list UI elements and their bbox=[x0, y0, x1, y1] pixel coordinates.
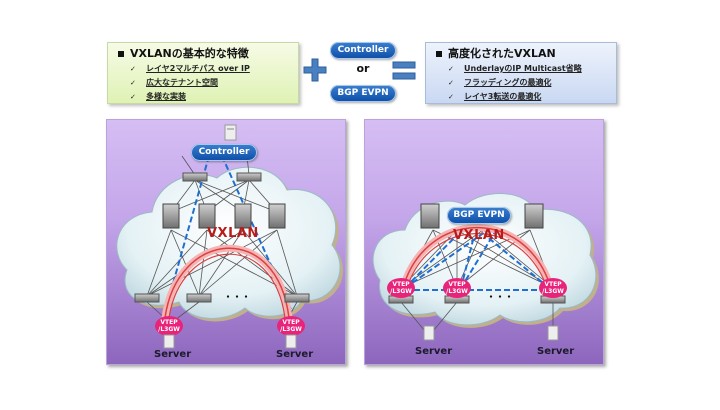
feature-link[interactable]: レイヤ2マルチパス over IP bbox=[146, 64, 250, 73]
feature-link[interactable]: 多様な実装 bbox=[146, 92, 186, 101]
check-icon: ✓ bbox=[448, 79, 454, 87]
vtep-label: /L3GW bbox=[158, 326, 180, 333]
bgp-evpn-pill: BGP EVPN bbox=[330, 85, 396, 102]
vxlan-label: VXLAN bbox=[453, 228, 505, 243]
vtep-label: /L3GW bbox=[446, 288, 468, 295]
vtep-label: VTEP bbox=[392, 281, 410, 288]
bullet-square-icon bbox=[118, 51, 124, 57]
basic-features-list: ✓ レイヤ2マルチパス over IP ✓ 広大なテナント空間 ✓ 多様な実装 bbox=[130, 62, 298, 104]
vtep-label: VTEP bbox=[544, 281, 562, 288]
feature-item: ✓ UnderlayのIP Multicast省略 bbox=[448, 62, 616, 76]
check-icon: ✓ bbox=[448, 65, 454, 73]
equals-icon bbox=[392, 61, 416, 80]
core-switch-icon bbox=[162, 203, 286, 229]
controller-server-icon bbox=[224, 124, 237, 141]
check-icon: ✓ bbox=[130, 65, 136, 73]
feature-item: ✓ レイヤ2マルチパス over IP bbox=[130, 62, 298, 76]
more-nodes-ellipsis: ・・・ bbox=[486, 293, 513, 303]
server-label: Server bbox=[415, 346, 453, 357]
feature-item: ✓ 多様な実装 bbox=[130, 90, 298, 104]
bullet-square-icon bbox=[436, 51, 442, 57]
bgp-evpn-label: BGP EVPN bbox=[447, 207, 511, 224]
vtep-badge bbox=[155, 316, 305, 336]
basic-features-title: VXLANの基本的な特徴 bbox=[118, 45, 298, 61]
more-nodes-ellipsis: ・・・ bbox=[223, 293, 250, 303]
feature-item: ✓ レイヤ3転送の最適化 bbox=[448, 90, 616, 104]
vtep-label: /L3GW bbox=[280, 326, 302, 333]
server-icon bbox=[423, 325, 559, 341]
feature-link[interactable]: レイヤ3転送の最適化 bbox=[464, 92, 542, 101]
server-label: Server bbox=[154, 349, 192, 360]
feature-link[interactable]: UnderlayのIP Multicast省略 bbox=[464, 64, 582, 73]
server-icon bbox=[163, 334, 297, 349]
vtep-label: /L3GW bbox=[542, 288, 564, 295]
vtep-badge bbox=[387, 278, 567, 298]
spine-switch-icon bbox=[420, 203, 544, 229]
vxlan-tunnel bbox=[161, 244, 293, 319]
feature-item: ✓ フラッディングの最適化 bbox=[448, 76, 616, 90]
control-plane-links bbox=[404, 231, 550, 291]
check-icon: ✓ bbox=[130, 79, 136, 87]
advanced-features-box: 高度化されたVXLAN ✓ UnderlayのIP Multicast省略 ✓ フラ… bbox=[425, 42, 617, 104]
check-icon: ✓ bbox=[448, 93, 454, 101]
bgp-evpn-vxlan-panel: VTEP /L3GW VTEP /L3GW VTEP /L3GW ・・・ BGP… bbox=[364, 119, 604, 365]
leaf-switch-icon bbox=[134, 293, 310, 303]
vtep-label: /L3GW bbox=[390, 288, 412, 295]
server-label: Server bbox=[276, 349, 314, 360]
controller-vxlan-panel: VTEP /L3GW VTEP /L3GW ・・・ Controller VXL… bbox=[106, 119, 346, 365]
controller-label: Controller bbox=[191, 144, 257, 161]
feature-link[interactable]: フラッディングの最適化 bbox=[464, 78, 552, 87]
spine-switch-icon bbox=[182, 172, 262, 182]
vtep-label: VTEP bbox=[448, 281, 466, 288]
vtep-label: VTEP bbox=[282, 319, 300, 326]
or-text: or bbox=[356, 62, 370, 75]
advanced-features-list: ✓ UnderlayのIP Multicast省略 ✓ フラッディングの最適化 ✓ レ… bbox=[448, 62, 616, 104]
server-label: Server bbox=[537, 346, 575, 357]
feature-item: ✓ 広大なテナント空間 bbox=[130, 76, 298, 90]
controller-topology-diagram: VTEP /L3GW VTEP /L3GW ・・・ bbox=[116, 124, 344, 349]
vxlan-label: VXLAN bbox=[207, 226, 259, 241]
advanced-features-title: 高度化されたVXLAN bbox=[436, 45, 616, 61]
basic-features-box: VXLANの基本的な特徴 ✓ レイヤ2マルチパス over IP ✓ 広大なテナント… bbox=[107, 42, 299, 104]
check-icon: ✓ bbox=[130, 93, 136, 101]
feature-link[interactable]: 広大なテナント空間 bbox=[146, 78, 218, 87]
vxlan-tunnel bbox=[399, 224, 555, 290]
controller-pill: Controller bbox=[330, 42, 396, 59]
plus-icon bbox=[303, 58, 327, 82]
vtep-label: VTEP bbox=[160, 319, 178, 326]
bgp-evpn-topology-diagram: VTEP /L3GW VTEP /L3GW VTEP /L3GW ・・・ bbox=[372, 193, 599, 341]
